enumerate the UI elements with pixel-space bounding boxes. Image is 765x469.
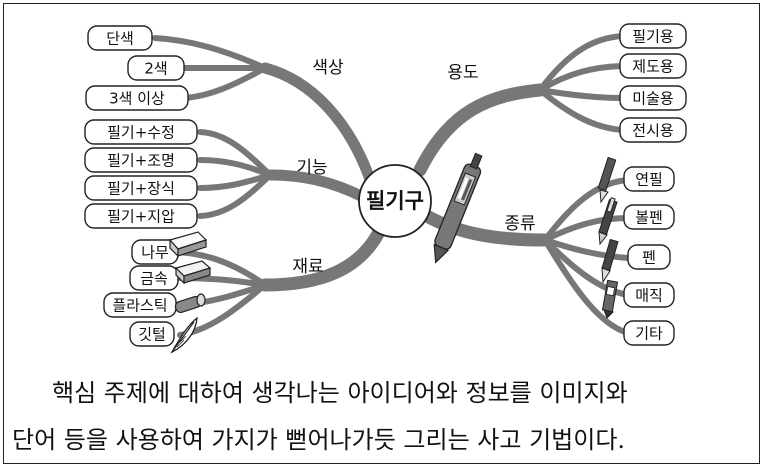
branch-function-1 bbox=[197, 129, 273, 178]
caption-line-2: 단어 등을 사용하여 가지가 뻗어나가듯 그리는 사고 기법이다. bbox=[12, 426, 626, 454]
svg-text:2색: 2색 bbox=[144, 60, 167, 78]
svg-text:필기+장식: 필기+장식 bbox=[107, 180, 175, 198]
leaf-kind-1: 연필 bbox=[623, 166, 675, 192]
leaf-kind-4: 매직 bbox=[623, 282, 675, 308]
leaf-color-2: 2색 bbox=[127, 55, 185, 81]
svg-text:3색 이상: 3색 이상 bbox=[109, 90, 165, 108]
multi-pen-icon bbox=[433, 152, 483, 264]
leaf-function-1: 필기+수정 bbox=[84, 119, 198, 145]
branch-kind-3 bbox=[542, 237, 631, 261]
plastic-rod-icon bbox=[174, 293, 206, 314]
svg-text:플라스틱: 플라스틱 bbox=[112, 297, 167, 315]
svg-text:펜: 펜 bbox=[642, 249, 656, 267]
center-node bbox=[358, 164, 432, 238]
leaf-use-3: 미술용 bbox=[619, 85, 687, 111]
branch-function-2 bbox=[197, 157, 273, 178]
marker-icon bbox=[601, 279, 619, 319]
leaf-use-1: 필기용 bbox=[619, 23, 687, 49]
svg-text:볼펜: 볼펜 bbox=[635, 209, 663, 227]
category-material: 재료 bbox=[292, 257, 323, 277]
category-function: 기능 bbox=[296, 158, 327, 178]
branch-function-4 bbox=[197, 172, 273, 219]
leaf-material-4: 깃털 bbox=[129, 321, 175, 347]
leaf-material-3: 플라스틱 bbox=[103, 292, 177, 318]
leaf-use-2: 제도용 bbox=[619, 53, 687, 79]
svg-text:전시용: 전시용 bbox=[632, 122, 673, 140]
branch-use-3 bbox=[537, 87, 625, 101]
branch-color-3 bbox=[182, 65, 268, 101]
branch-use-2 bbox=[537, 63, 625, 93]
branch-function-3 bbox=[197, 172, 273, 191]
leaf-function-3: 필기+장식 bbox=[84, 175, 198, 201]
pencil-icon bbox=[597, 156, 617, 204]
leaf-color-3: 3색 이상 bbox=[85, 85, 189, 111]
svg-text:필기+지압: 필기+지압 bbox=[107, 208, 175, 226]
svg-text:필기용: 필기용 bbox=[632, 28, 673, 46]
center-label: 필기구 bbox=[366, 189, 424, 213]
category-use: 용도 bbox=[447, 63, 478, 83]
leaf-material-2: 금속 bbox=[129, 265, 179, 291]
svg-text:미술용: 미술용 bbox=[632, 90, 673, 108]
branch-material-trunk bbox=[258, 223, 387, 292]
svg-text:필기+수정: 필기+수정 bbox=[107, 124, 175, 142]
metal-block-icon bbox=[174, 260, 212, 285]
svg-text:단색: 단색 bbox=[106, 30, 134, 48]
svg-text:금속: 금속 bbox=[140, 270, 168, 288]
branch-kind-5 bbox=[542, 237, 631, 336]
branch-kind-2 bbox=[542, 215, 631, 243]
svg-text:기타: 기타 bbox=[635, 325, 663, 343]
branch-color-trunk bbox=[259, 62, 378, 191]
branch-kind-4 bbox=[542, 237, 631, 298]
caption-line-1: 핵심 주제에 대하여 생각나는 아이디어와 정보를 이미지와 bbox=[52, 379, 628, 407]
branch-function-trunk bbox=[264, 169, 371, 204]
ballpoint-pen-icon bbox=[598, 197, 618, 246]
feather-icon bbox=[170, 316, 198, 354]
branch-kind-trunk bbox=[418, 208, 552, 247]
leaf-color-1: 단색 bbox=[87, 25, 153, 51]
svg-text:깃털: 깃털 bbox=[138, 326, 166, 344]
category-color: 색상 bbox=[312, 58, 344, 78]
svg-text:제도용: 제도용 bbox=[632, 58, 673, 76]
fountain-pen-icon bbox=[601, 238, 619, 284]
category-kind: 종류 bbox=[504, 214, 535, 234]
svg-text:필기+조명: 필기+조명 bbox=[107, 152, 175, 170]
leaf-kind-2: 볼펜 bbox=[623, 204, 675, 230]
wood-block-icon bbox=[168, 231, 208, 258]
leaf-function-2: 필기+조명 bbox=[84, 147, 198, 173]
leaf-function-4: 필기+지압 bbox=[84, 203, 198, 229]
leaf-kind-5: 기타 bbox=[623, 320, 675, 346]
leaf-kind-3: 펜 bbox=[627, 244, 671, 270]
branch-use-trunk bbox=[413, 83, 547, 177]
svg-text:나무: 나무 bbox=[141, 244, 169, 262]
branch-use-1 bbox=[537, 33, 625, 93]
branch-use-4 bbox=[537, 87, 625, 133]
svg-text:매직: 매직 bbox=[635, 287, 663, 305]
svg-text:연필: 연필 bbox=[635, 171, 663, 189]
branch-color-1 bbox=[152, 35, 268, 71]
leaf-use-4: 전시용 bbox=[619, 117, 687, 143]
branch-kind-1 bbox=[542, 177, 631, 243]
